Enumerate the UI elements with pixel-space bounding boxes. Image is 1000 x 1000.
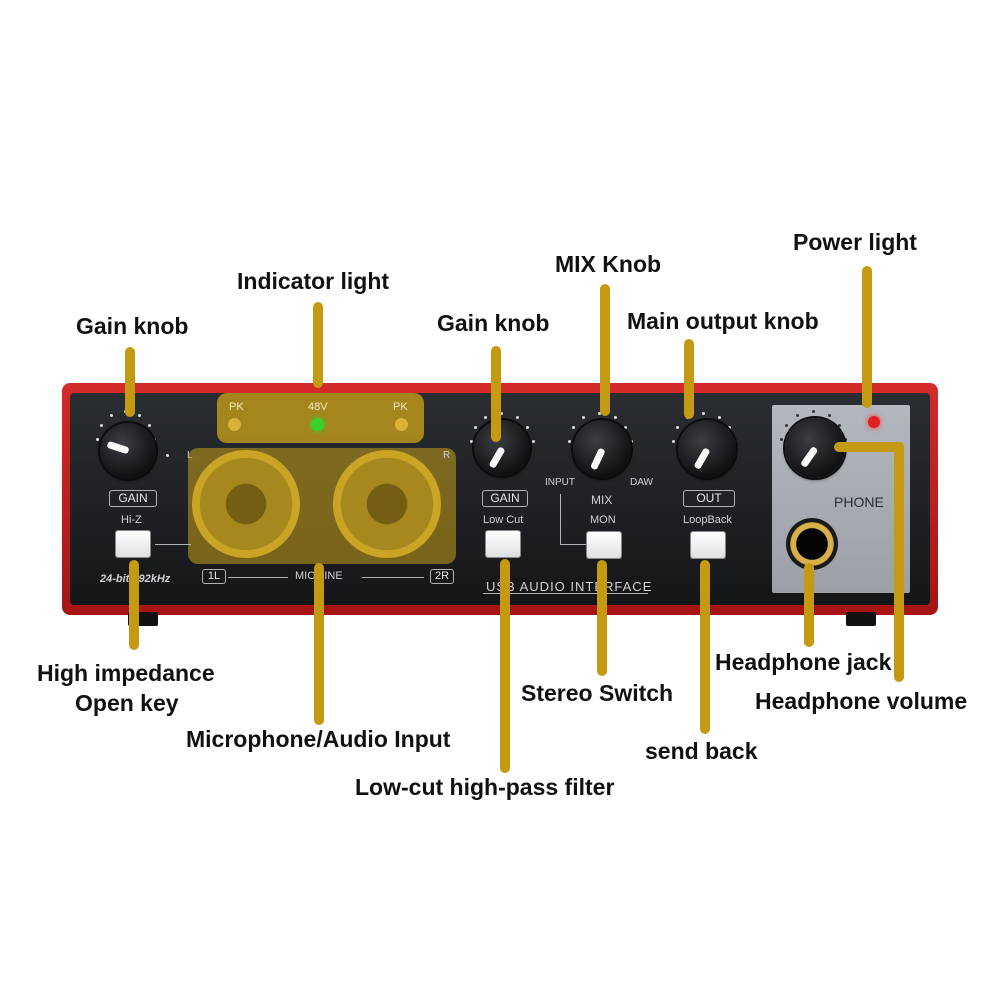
v48-label: 48V — [308, 401, 328, 413]
hiz-line — [155, 544, 191, 545]
callout-headphone-volume: Headphone volume — [755, 688, 968, 714]
hiz-label: Hi-Z — [121, 514, 142, 526]
gain-2-label: GAIN — [482, 490, 528, 507]
pk-right-label: PK — [393, 401, 408, 413]
phantom-48v-led — [311, 418, 324, 431]
mon-bracket-vertical — [560, 494, 561, 544]
callout-stereo-switch: Stereo Switch — [521, 680, 674, 706]
callout-mix-knob: MIX Knob — [555, 251, 662, 277]
pk-left-label: PK — [229, 401, 244, 413]
channel-line-right — [362, 577, 424, 578]
power-led — [868, 416, 880, 428]
headphone-volume-bar-vertical — [894, 442, 904, 682]
device-foot-right — [846, 612, 876, 626]
mic-input-highlight — [188, 448, 456, 564]
mix-daw-label: DAW — [630, 477, 653, 488]
loopback-button[interactable] — [691, 532, 725, 558]
gain-knob-right-bar — [491, 346, 501, 442]
headphone-jack-bar — [804, 563, 814, 647]
callout-main-output-knob: Main output knob — [627, 308, 819, 334]
callout-low-cut: Low-cut high-pass filter — [355, 774, 615, 800]
callout-mic-input: Microphone/Audio Input — [186, 726, 451, 752]
main-output-knob[interactable] — [678, 420, 736, 478]
headphone-jack[interactable] — [786, 518, 838, 570]
channel-r-mark: R — [443, 450, 451, 461]
callout-indicator-light: Indicator light — [237, 268, 390, 294]
lowcut-label: Low Cut — [483, 514, 524, 526]
mic-input-bar — [314, 563, 324, 725]
lowcut-button[interactable] — [486, 531, 520, 557]
out-label: OUT — [683, 490, 735, 507]
loopback-label: LoopBack — [683, 514, 732, 526]
send-back-bar — [700, 560, 710, 734]
callout-send-back: send back — [645, 738, 758, 764]
usb-interface-label: USB AUDIO INTERFACE — [486, 579, 653, 594]
channel-2-label: 2R — [430, 569, 454, 584]
callout-power-light: Power light — [793, 229, 917, 255]
mon-bracket-horizontal — [560, 544, 588, 545]
usb-underline — [483, 593, 648, 594]
mon-label: MON — [590, 514, 616, 526]
mix-label: MIX — [591, 493, 613, 507]
main-output-bar — [684, 339, 694, 419]
power-light-bar — [862, 266, 872, 408]
headphone-volume-bar-horizontal — [834, 442, 904, 452]
gain-1-label: GAIN — [109, 490, 157, 507]
gain-knob-left-bar — [125, 347, 135, 417]
pk-led-left — [228, 418, 241, 431]
high-impedance-bar — [129, 560, 139, 650]
channel-line-left — [228, 577, 288, 578]
callout-headphone-jack: Headphone jack — [715, 649, 892, 675]
callout-high-impedance: High impedance — [37, 660, 215, 686]
gain-knob-1[interactable] — [100, 423, 156, 479]
mix-knob-bar — [600, 284, 610, 416]
channel-1-label: 1L — [202, 569, 226, 584]
gain-knob-2[interactable] — [474, 420, 530, 476]
low-cut-bar — [500, 559, 510, 773]
indicator-light-bar — [313, 302, 323, 388]
callout-open-key: Open key — [75, 690, 179, 716]
callout-gain-knob-left: Gain knob — [76, 313, 189, 339]
phone-label: PHONE — [834, 494, 884, 510]
stereo-switch-bar — [597, 560, 607, 676]
hiz-button[interactable] — [116, 531, 150, 557]
mix-knob[interactable] — [573, 420, 631, 478]
mix-input-label: INPUT — [545, 477, 575, 488]
pk-led-right — [395, 418, 408, 431]
callout-gain-knob-right: Gain knob — [437, 310, 550, 336]
mon-stereo-button[interactable] — [587, 532, 621, 558]
